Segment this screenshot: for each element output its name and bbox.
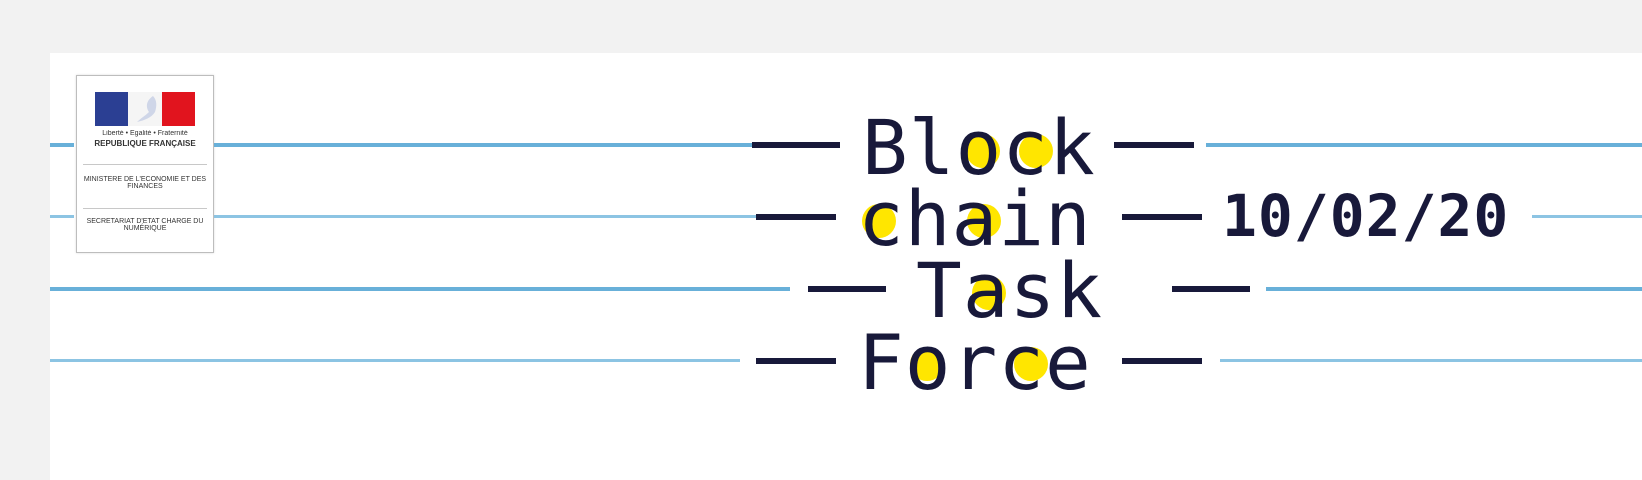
banner: Liberté • Égalité • Fraternité RÉPUBLIQU… <box>50 53 1642 480</box>
rule-line <box>1206 143 1642 147</box>
yellow-dot <box>862 204 896 238</box>
dash <box>1122 358 1202 364</box>
rule-line <box>50 215 74 218</box>
rule-line <box>1532 215 1642 218</box>
title-word-block: Block <box>862 103 1096 192</box>
rule-line <box>214 143 776 147</box>
title-word-task: Task <box>916 246 1104 335</box>
rule-line <box>50 143 74 147</box>
ministry-name: MINISTÈRE DE L'ÉCONOMIE ET DES FINANCES <box>83 176 207 190</box>
yellow-dot <box>966 134 1000 168</box>
rule-line <box>1220 359 1642 362</box>
event-date: 10/02/20 <box>1222 182 1510 250</box>
rule-line <box>214 215 788 218</box>
yellow-dot <box>1014 347 1048 381</box>
dash <box>808 286 886 292</box>
republic-motto: Liberté • Égalité • Fraternité <box>102 130 188 137</box>
yellow-dot <box>967 204 1001 238</box>
yellow-dot <box>972 276 1006 310</box>
dash <box>752 142 840 148</box>
rule-line <box>1266 287 1642 291</box>
title-word-force: Force <box>858 318 1092 407</box>
dash <box>756 214 836 220</box>
rule-line <box>50 287 790 291</box>
marianne-icon <box>137 96 157 122</box>
dash <box>756 358 836 364</box>
government-logo: Liberté • Égalité • Fraternité RÉPUBLIQU… <box>76 75 214 253</box>
rule-line <box>50 359 740 362</box>
secretariat-name: SECRÉTARIAT D'ÉTAT CHARGÉ DU NUMÉRIQUE <box>86 218 204 232</box>
dash <box>1172 286 1250 292</box>
yellow-dot <box>1019 134 1053 168</box>
dash <box>1122 214 1202 220</box>
dash <box>1114 142 1194 148</box>
republic-name: RÉPUBLIQUE FRANÇAISE <box>94 140 196 148</box>
french-flag-icon <box>95 92 195 126</box>
title-word-chain: chain <box>858 174 1092 263</box>
yellow-dot <box>910 347 944 381</box>
